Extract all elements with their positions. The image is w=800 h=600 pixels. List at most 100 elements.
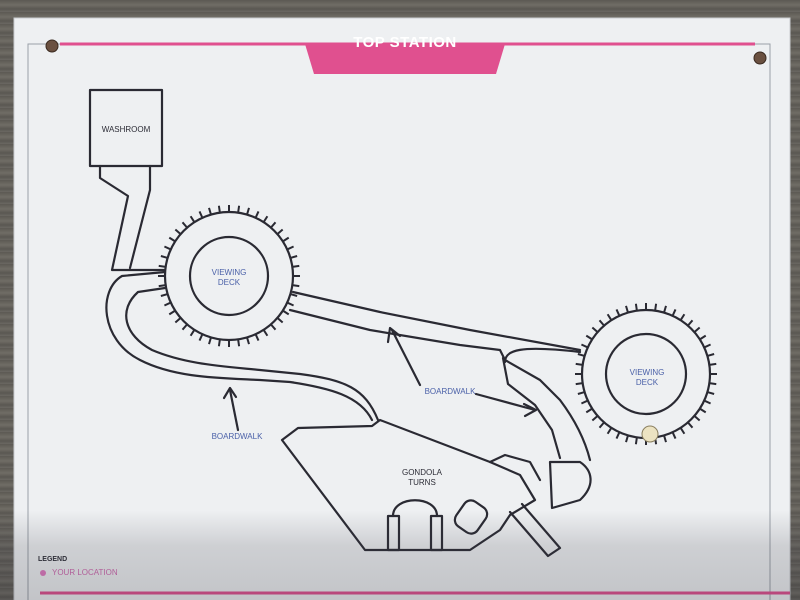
deck-tick: [663, 435, 667, 443]
deck-tick: [174, 228, 182, 235]
deck-tick: [671, 431, 677, 439]
deck-tick: [198, 333, 204, 341]
deck-tick: [160, 293, 168, 297]
deck-tick: [237, 339, 241, 347]
deck-tick: [585, 334, 593, 341]
legend-item-location: YOUR LOCATION: [52, 568, 118, 577]
deck-tick: [585, 407, 593, 414]
deck-tick: [615, 431, 621, 439]
washroom-label: WASHROOM: [101, 125, 151, 134]
deck-tick: [290, 255, 298, 259]
deck-tick: [168, 236, 176, 243]
boardwalk-label-left: BOARDWALK: [211, 432, 263, 441]
deck-tick: [246, 207, 250, 215]
deck-tick: [591, 415, 599, 422]
deck-tick: [262, 329, 269, 337]
deck-tick: [282, 236, 290, 243]
location-marker: [641, 425, 659, 443]
legend-title: LEGEND: [38, 556, 68, 563]
washroom-building: [88, 88, 164, 168]
deck-tick: [634, 437, 638, 445]
deck-tick: [709, 362, 717, 366]
deck-tick: [707, 353, 715, 357]
title-tab: [305, 44, 505, 74]
gondola-building: [280, 418, 537, 552]
deck-tick: [158, 284, 166, 288]
deck-tick: [671, 309, 677, 317]
deck-tick: [217, 205, 221, 213]
deck-tick: [276, 317, 284, 324]
deck-tick: [246, 337, 250, 345]
deck-tick: [606, 427, 613, 435]
deck-tick: [687, 319, 694, 327]
deck-tick: [703, 343, 711, 349]
deck-tick: [270, 323, 277, 331]
deck-tick: [292, 264, 300, 268]
page-title: TOP STATION: [353, 34, 457, 51]
deck-tick: [282, 309, 290, 316]
deck-tick: [654, 303, 658, 311]
deck-tick: [189, 215, 196, 223]
deck-tick: [262, 215, 269, 223]
deck-tick: [217, 339, 221, 347]
screw-icon: [753, 51, 767, 65]
washroom-path-left: [98, 164, 167, 272]
deck-tick: [703, 399, 711, 405]
deck-tick: [699, 407, 707, 414]
deck-tick: [181, 221, 188, 229]
washroom-path-right: [128, 164, 152, 270]
deck-tick: [615, 309, 621, 317]
deck-tick: [606, 313, 613, 321]
deck-tick: [577, 391, 585, 395]
deck-tick: [598, 319, 605, 327]
deck-tick: [625, 435, 629, 443]
viewing-deck-1-inner: [188, 235, 270, 317]
deck-tick: [591, 326, 599, 333]
deck-tick: [286, 301, 294, 307]
station-bay: [548, 460, 592, 510]
deck-tick: [634, 303, 638, 311]
deck-tick: [160, 255, 168, 259]
location-dot-icon: [40, 570, 46, 576]
deck-tick: [276, 228, 284, 235]
deck-tick: [254, 333, 260, 341]
deck-tick: [208, 207, 212, 215]
deck-tick: [687, 421, 694, 429]
deck-tick: [189, 329, 196, 337]
deck-tick: [164, 245, 172, 251]
deck-tick: [290, 293, 298, 297]
deck-tick: [679, 427, 686, 435]
deck-tick: [254, 211, 260, 219]
sign-board: [13, 17, 791, 600]
deck-tick: [270, 221, 277, 229]
deck-tick: [581, 343, 589, 349]
viewing-deck-2-inner: [604, 332, 688, 416]
deck-tick: [663, 305, 667, 313]
deck-tick: [693, 415, 701, 422]
deck-tick: [158, 264, 166, 268]
deck-tick: [237, 205, 241, 213]
deck-ticks: [158, 205, 717, 445]
deck-tick: [174, 317, 182, 324]
deck-tick: [168, 309, 176, 316]
deck-tick: [625, 305, 629, 313]
deck-tick: [699, 334, 707, 341]
deck-tick: [198, 211, 204, 219]
deck-tick: [286, 245, 294, 251]
deck-tick: [693, 326, 701, 333]
deck-tick: [577, 353, 585, 357]
deck-tick: [181, 323, 188, 331]
deck-tick: [709, 382, 717, 386]
deck-tick: [208, 337, 212, 345]
deck-tick: [707, 391, 715, 395]
deck-tick: [598, 421, 605, 429]
screw-icon: [45, 39, 59, 53]
deck-tick: [575, 362, 583, 366]
deck-tick: [164, 301, 172, 307]
boardwalk-label-right: BOARDWALK: [424, 387, 476, 396]
deck-tick: [679, 313, 686, 321]
